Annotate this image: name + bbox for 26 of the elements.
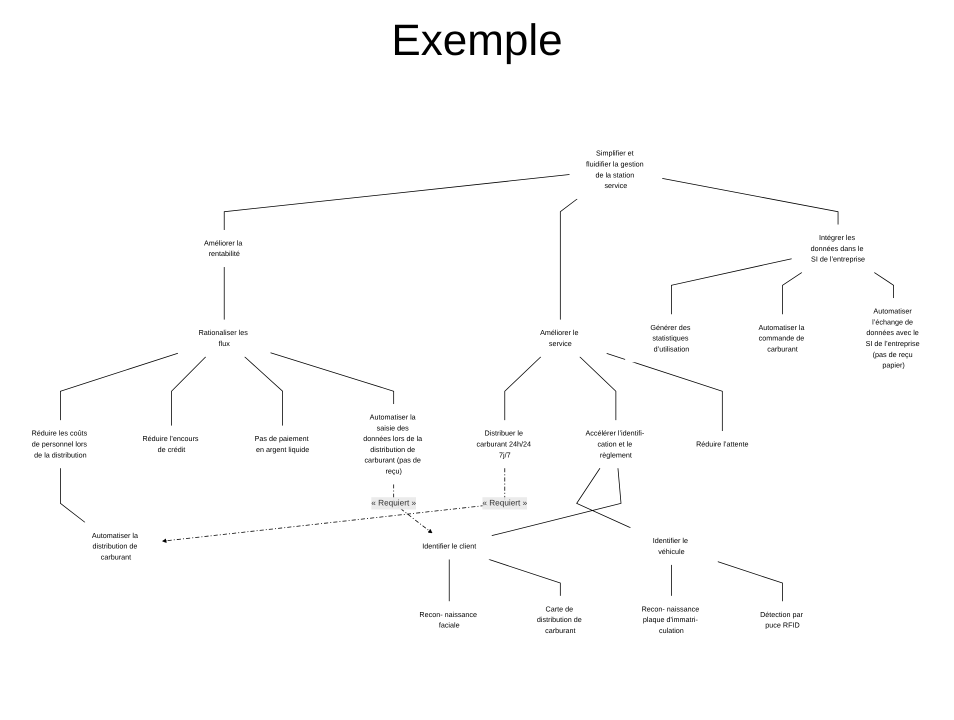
connector	[579, 356, 616, 421]
connector	[717, 561, 783, 602]
slide-title: Exemple	[390, 15, 564, 67]
connector	[782, 272, 802, 315]
connector	[491, 468, 622, 536]
edge-label: « Requiert »	[371, 498, 416, 508]
connector	[560, 198, 578, 320]
connector	[576, 468, 631, 528]
connector	[488, 559, 561, 596]
connector	[606, 353, 723, 432]
connector	[244, 356, 283, 426]
connector	[224, 266, 225, 320]
connector	[504, 356, 542, 421]
connector	[671, 564, 672, 596]
connector	[270, 352, 394, 404]
connector	[60, 352, 178, 421]
connector	[60, 468, 86, 523]
connector	[874, 272, 894, 299]
edge-label: « Requiert »	[482, 498, 528, 508]
connector	[662, 178, 838, 225]
connector	[448, 559, 450, 602]
connector	[671, 258, 792, 315]
connector	[171, 356, 206, 426]
arrow	[393, 484, 432, 534]
arrow	[162, 468, 506, 543]
connector	[224, 174, 570, 230]
